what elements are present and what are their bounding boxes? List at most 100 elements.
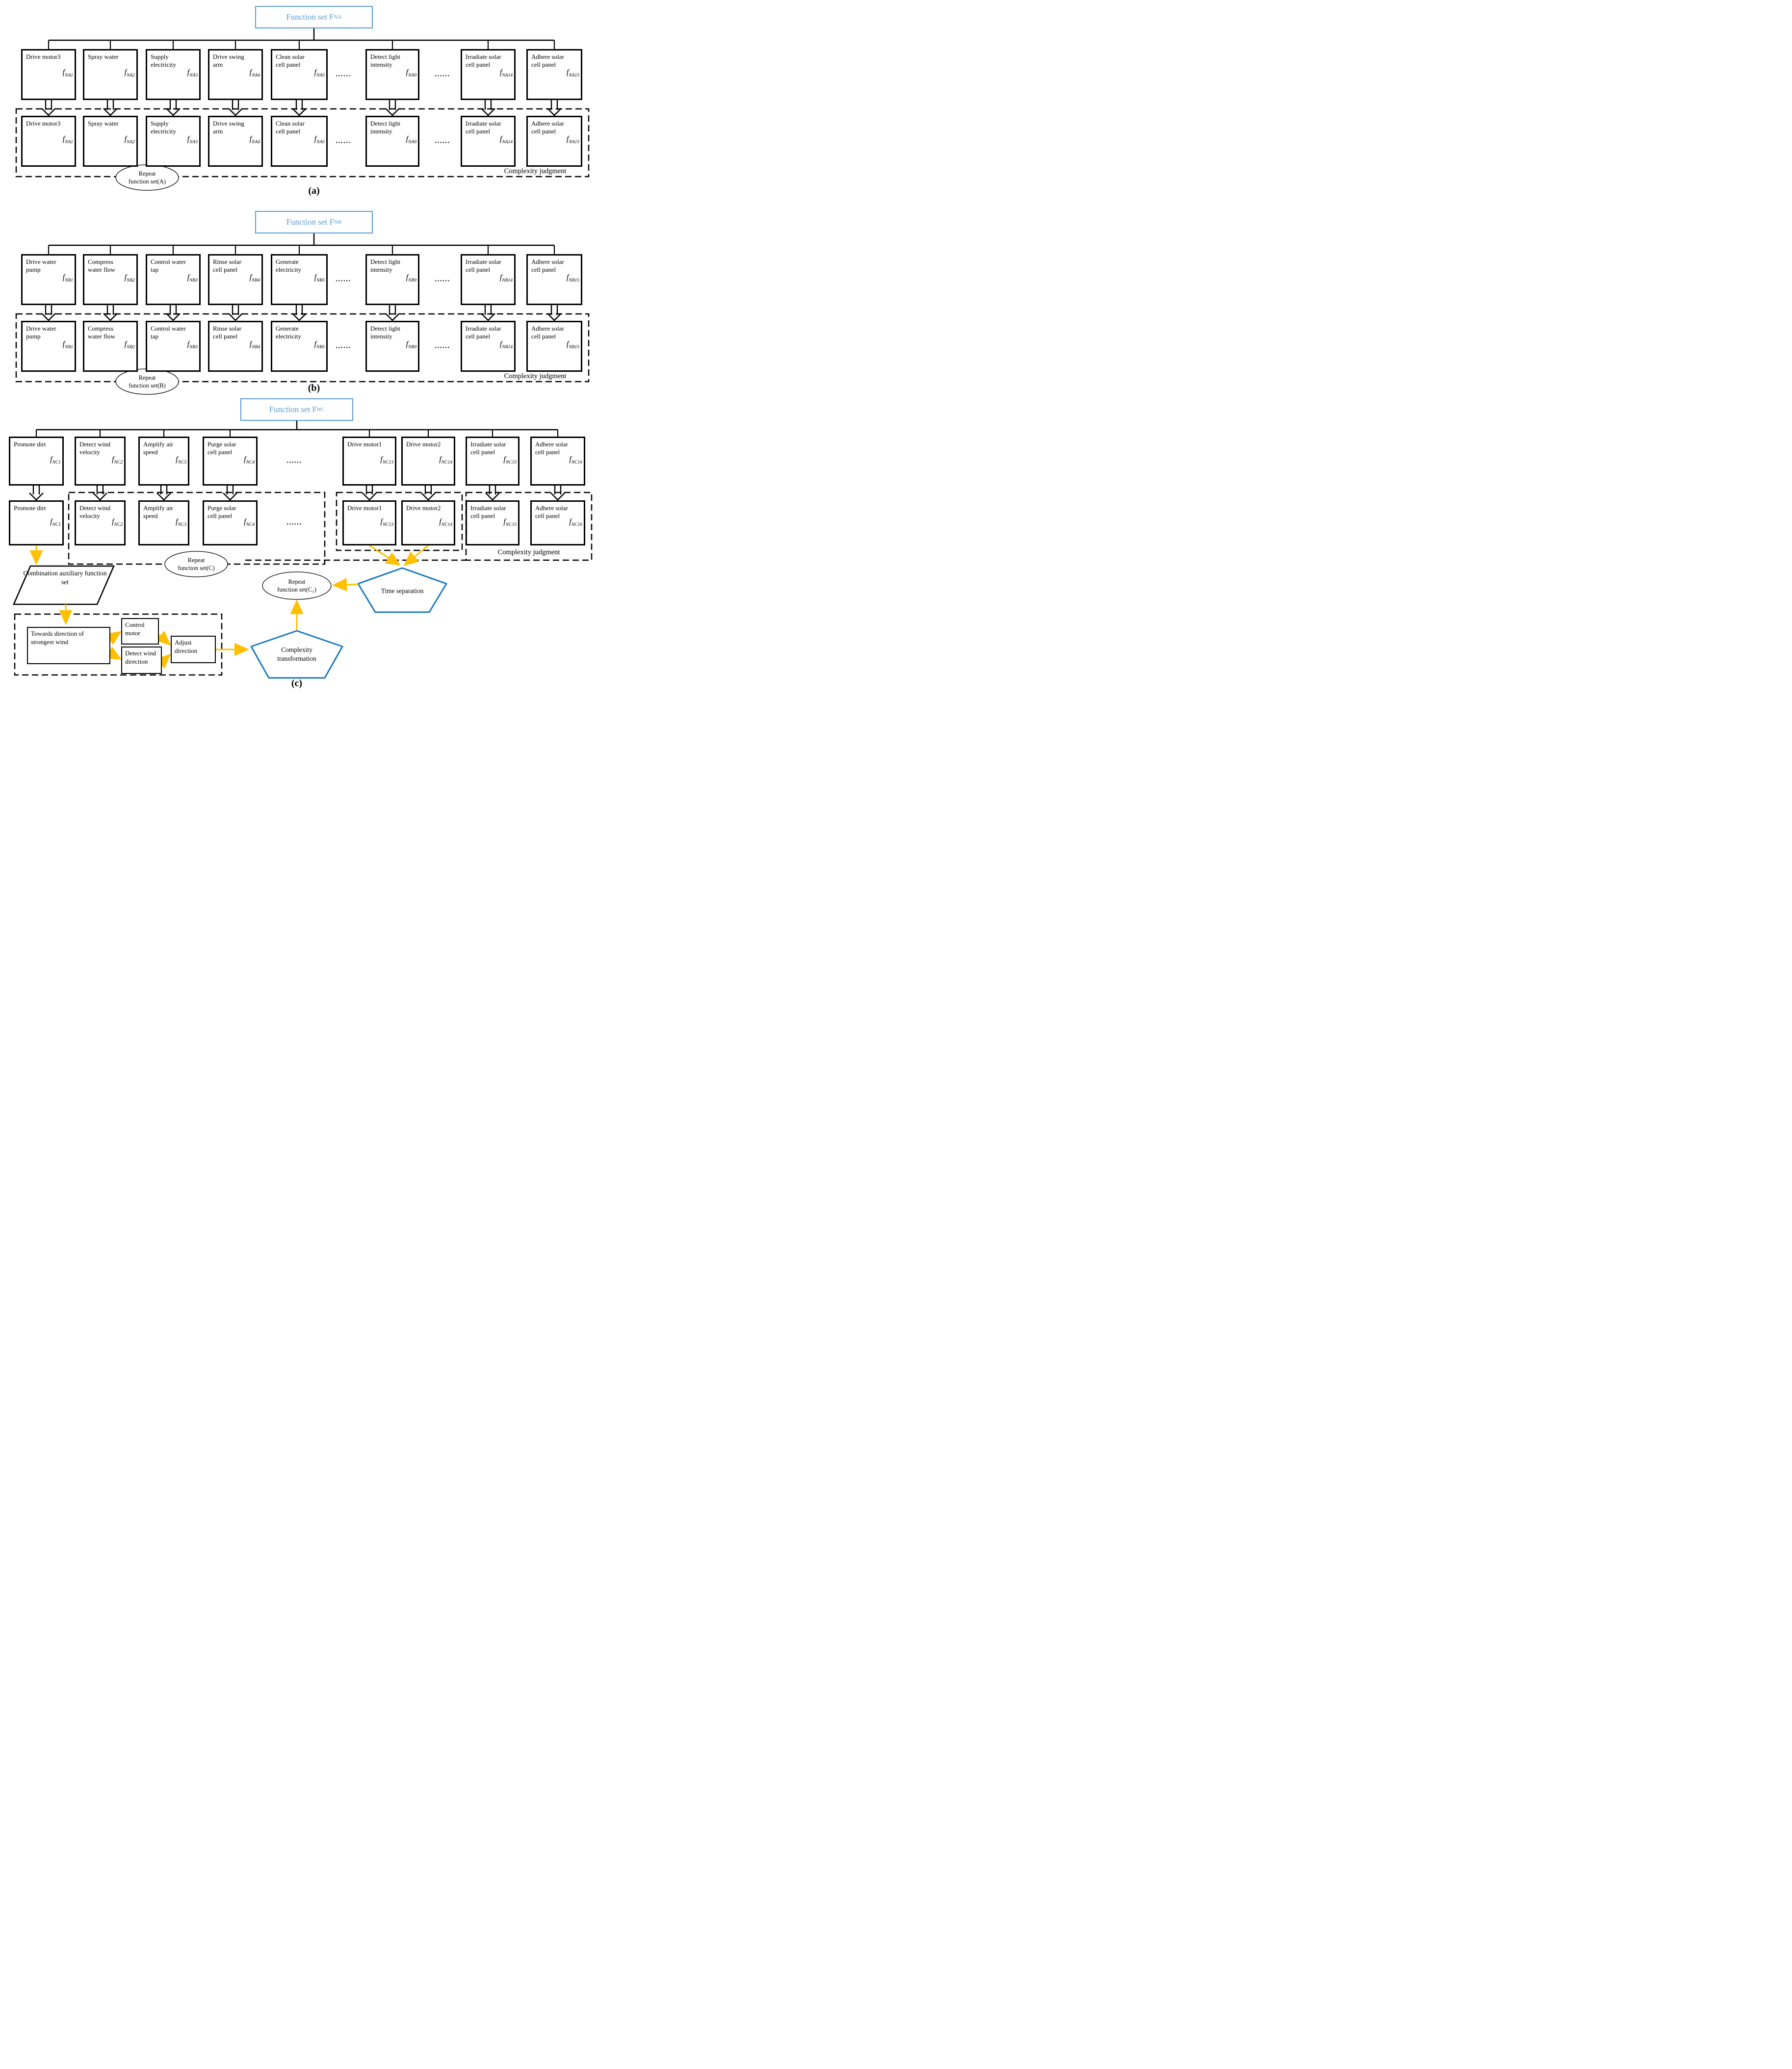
function-symbol: fNB2 (125, 273, 135, 284)
function-box-label: Control water tap (151, 258, 186, 274)
repeat-c1-line2: function set(C₁) (277, 586, 316, 594)
function-symbol-f: f (176, 455, 178, 464)
function-symbol: fNB3 (187, 339, 198, 351)
box-adjust-direction: Adjust direction (171, 636, 216, 663)
function-symbol-f: f (124, 68, 127, 77)
function-box-label: Adhere solar cell panel (531, 53, 564, 69)
function-symbol: fNB4 (250, 273, 260, 284)
function-symbol-subscript: NC4 (246, 460, 255, 466)
function-symbol-subscript: NC16 (571, 522, 582, 528)
repeat-set-c-ellipse (164, 551, 228, 577)
hollow-arrow-a-3 (228, 100, 243, 116)
function-symbol-f: f (314, 135, 317, 144)
complexity-judgment-c-dashed-box (465, 491, 593, 561)
function-symbol: fNB3 (187, 273, 198, 284)
arrow-time-separation-to-repeat-c1 (332, 578, 359, 592)
function-symbol-f: f (569, 517, 571, 526)
function-box-label: Compress water flow (88, 258, 115, 274)
hollow-arrow-c-6 (421, 486, 436, 501)
function-symbol: fNA3 (187, 134, 198, 146)
function-symbol-f: f (62, 273, 65, 282)
function-box-label: Drive motor3 (26, 120, 61, 127)
function-symbol-subscript: NA15 (569, 140, 579, 145)
ellipsis-dots-a-5b: ...... (336, 137, 351, 145)
function-symbol-f: f (566, 135, 569, 144)
function-box-label: Drive swing arm (213, 53, 244, 69)
function-symbol-f: f (439, 517, 442, 526)
repeat-c-line2: function set(C) (178, 565, 215, 572)
function-symbol-f: f (439, 455, 442, 464)
function-symbol-f: f (406, 273, 409, 282)
function-box-label: Irradiate solar cell panel (470, 504, 506, 520)
function-symbol-subscript: NB1 (65, 345, 73, 350)
function-box-label: Generate electricity (276, 325, 301, 340)
function-symbol-subscript: NA9 (408, 73, 416, 78)
function-box-b-row2-0: Drive water pump fNB1 (21, 321, 76, 372)
function-symbol: fNA2 (125, 134, 135, 146)
repeat-a-line1: Repeat (138, 170, 156, 177)
complexity-judgment-b: Complexity judgment (504, 372, 567, 380)
function-symbol-subscript: NC16 (571, 460, 582, 466)
function-symbol: fNB2 (125, 339, 135, 351)
function-symbol-f: f (62, 340, 65, 349)
motors-dashed-box (336, 491, 463, 551)
function-box-label: Drive motor2 (406, 504, 441, 512)
function-symbol-subscript: NB3 (189, 345, 198, 350)
arrow-towards-to-control-motor (105, 631, 122, 645)
function-symbol-subscript: NB3 (189, 278, 198, 284)
function-symbol-subscript: NB2 (127, 278, 135, 284)
function-symbol-f: f (62, 135, 65, 144)
function-symbol-subscript: NA3 (189, 73, 198, 78)
function-symbol-f: f (566, 340, 569, 349)
arrow-motor2-to-time-separation (403, 544, 429, 566)
function-box-label: Drive water pump (26, 325, 56, 340)
function-box-label: Irradiate solar cell panel (466, 325, 501, 340)
function-box-label: Promote dirt (14, 504, 46, 512)
function-box-label: Detect light intensity (370, 53, 401, 69)
function-symbol-f: f (187, 273, 190, 282)
function-symbol: fNB15 (567, 339, 579, 351)
hollow-arrow-b-3 (228, 305, 243, 321)
function-symbol-f: f (503, 455, 506, 464)
hollow-arrow-b-0 (41, 305, 56, 321)
function-symbol: fNB15 (567, 273, 579, 284)
function-symbol-f: f (499, 273, 502, 282)
function-symbol-subscript: NB14 (502, 278, 513, 284)
repeat-set-c-label: Repeat function set(C) (165, 556, 228, 572)
function-box-label: Adhere solar cell panel (535, 440, 568, 456)
hollow-arrow-a-0 (41, 100, 56, 116)
function-symbol-f: f (380, 517, 383, 526)
ellipsis-dots-a-7: ...... (435, 70, 450, 78)
ellipsis-dots-a-5: ...... (336, 70, 351, 78)
function-symbol-subscript: NC3 (178, 522, 186, 528)
repeat-set-c1-label: Repeat function set(C₁) (262, 578, 331, 594)
repeat-b-line1: Repeat (138, 374, 156, 381)
function-symbol-subscript: NC1 (52, 460, 61, 466)
function-symbol: fNA5 (314, 134, 325, 146)
function-symbol-subscript: NC13 (382, 522, 393, 528)
function-symbol-f: f (566, 273, 569, 282)
caption-a: (a) (308, 185, 320, 196)
function-symbol: fNC13 (380, 517, 393, 528)
ellipsis-dots-c-4: ...... (286, 457, 302, 465)
ellipsis-dots-c-4b: ...... (286, 518, 302, 527)
